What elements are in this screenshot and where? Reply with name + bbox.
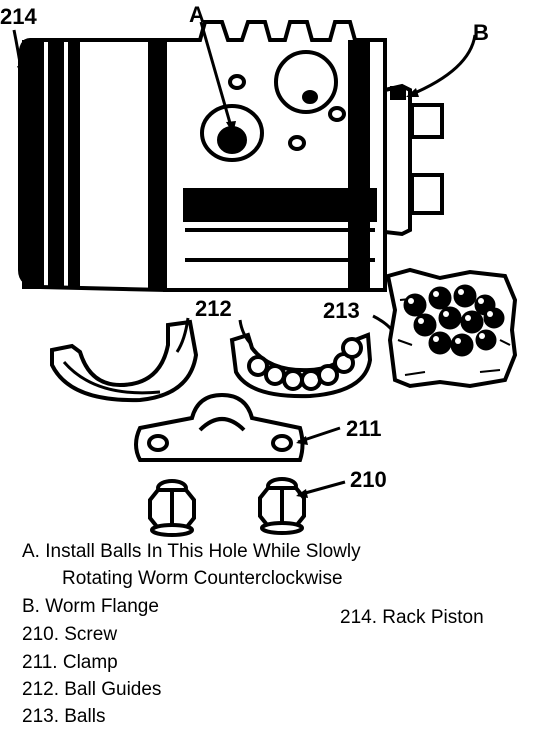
callout-210: 210 <box>350 467 387 492</box>
screw-right <box>258 477 306 535</box>
legend-item-214: 214. Rack Piston <box>340 607 484 628</box>
rack-piston-body <box>18 20 444 293</box>
legend-item-210: 210. Screw <box>22 624 118 645</box>
callout-211: 211 <box>346 416 382 441</box>
legend-item-213: 213. Balls <box>22 706 106 727</box>
legend-item-a: A. Install Balls In This Hole While Slow… <box>22 541 361 562</box>
legend-item-b: B. Worm Flange <box>22 596 159 617</box>
callout-213: 213 <box>323 298 360 323</box>
legend-item-211: 211. Clamp <box>22 652 118 673</box>
ball-guide-right <box>229 332 373 399</box>
callout-b: B <box>473 20 489 45</box>
leader-arrowheads <box>17 66 419 498</box>
screw-left <box>148 479 196 537</box>
legend-item-212: 212. Ball Guides <box>22 679 162 700</box>
clamp <box>134 392 305 462</box>
callout-212: 212 <box>195 296 232 321</box>
callout-214: 214 <box>0 4 37 29</box>
ball-guide-left <box>50 319 199 403</box>
callout-a: A <box>189 2 205 27</box>
balls-pile <box>385 267 518 389</box>
legend-item-a-continuation: Rotating Worm Counterclockwise <box>62 568 343 589</box>
